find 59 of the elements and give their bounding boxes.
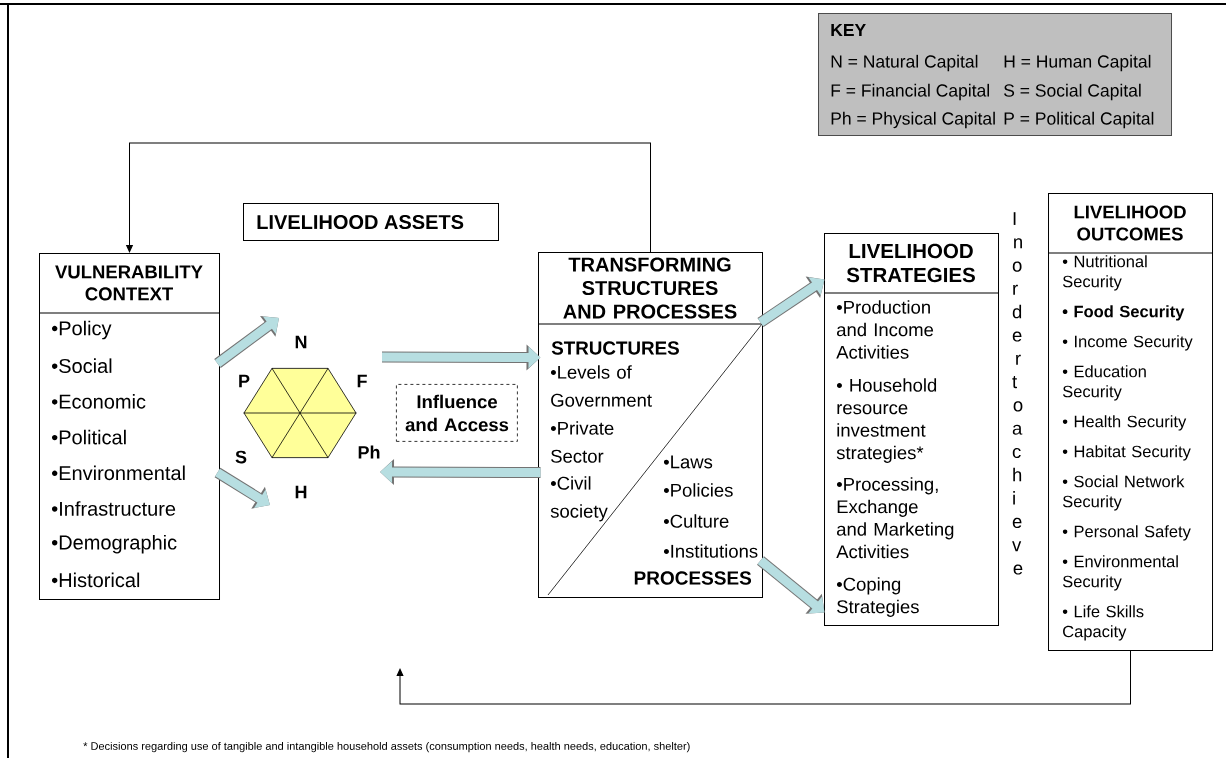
list-item: •Coping Strategies — [836, 577, 919, 617]
asset-letter: S — [235, 450, 247, 464]
key-entry: S = Social Capital — [1004, 83, 1141, 101]
asset-letter: F — [357, 374, 367, 388]
influence-text: Influence and Access — [405, 394, 509, 432]
box-heading: VULNERABILITY CONTEXT — [55, 265, 203, 301]
key-entry: Ph = Physical Capital — [831, 111, 995, 129]
key-heading: KEY — [831, 24, 866, 36]
title: LIVELIHOOD ASSETS — [257, 214, 464, 230]
list-item: •Culture — [663, 514, 729, 528]
list-item: • Health Security — [1062, 415, 1187, 431]
vertical-text: In order to achieve — [1012, 212, 1023, 575]
list-item: •Processing, Exchange and Marketing Activities — [836, 477, 954, 559]
list-item: • Income Security — [1062, 335, 1193, 351]
list-item: • Food Security — [1062, 305, 1185, 321]
footnote: * Decisions regarding use of tangible and intangible household assets (consumption needs, health needs, education, shelter) — [83, 741, 690, 753]
list-item: • Nutritional Security — [1062, 255, 1147, 291]
asset-letter: H — [295, 485, 307, 499]
list-item: •Economic — [52, 394, 146, 409]
asset-letter: Ph — [358, 445, 380, 459]
section-heading: PROCESSES — [634, 571, 752, 585]
section-heading: STRUCTURES — [551, 341, 679, 355]
list-item: •Civil society — [550, 476, 608, 522]
list-item: •Demographic — [52, 534, 177, 554]
asset-letter: N — [295, 335, 307, 349]
list-item: • Household resource investment strategies* — [836, 378, 937, 463]
key-entry: P = Political Capital — [1004, 111, 1154, 129]
list-item: • Life Skills Capacity — [1062, 605, 1144, 641]
list-item: •Social — [52, 358, 112, 374]
list-item: • Habitat Security — [1062, 445, 1191, 461]
block-arrow — [214, 315, 279, 368]
title-box — [243, 203, 499, 241]
list-item: •Policy — [52, 320, 112, 340]
list-item: •Infrastructure — [52, 501, 176, 516]
list-item: •Historical — [52, 572, 140, 588]
key-entry: F = Financial Capital — [831, 83, 989, 101]
list-item: •Institutions — [663, 544, 758, 558]
list-item: •Environmental — [52, 465, 185, 481]
list-item: • Education Security — [1062, 365, 1146, 401]
block-arrow — [757, 276, 825, 328]
asset-letter: P — [239, 374, 250, 388]
list-item: • Personal Safety — [1062, 525, 1191, 541]
key-entry: N = Natural Capital — [831, 54, 978, 72]
list-item: •Production and Income Activities — [836, 300, 934, 359]
list-item: •Laws — [663, 455, 713, 469]
list-item: •Policies — [663, 483, 733, 497]
list-item: •Political — [52, 429, 126, 445]
box-heading: LIVELIHOOD STRATEGIES — [846, 243, 975, 283]
list-item: •Private Sector — [550, 421, 614, 463]
list-item: • Social Network Security — [1062, 475, 1185, 511]
list-item: •Levels of Government — [550, 365, 652, 407]
box-heading: LIVELIHOOD OUTCOMES — [1074, 205, 1186, 241]
arrow — [126, 142, 651, 253]
key-entry: H = Human Capital — [1004, 54, 1151, 72]
list-item: • Environmental Security — [1062, 555, 1178, 591]
box-heading: TRANSFORMING STRUCTURES AND PROCESSES — [563, 257, 737, 319]
dashed-box — [396, 384, 518, 442]
arrow — [396, 650, 1131, 705]
block-arrow — [757, 556, 825, 614]
